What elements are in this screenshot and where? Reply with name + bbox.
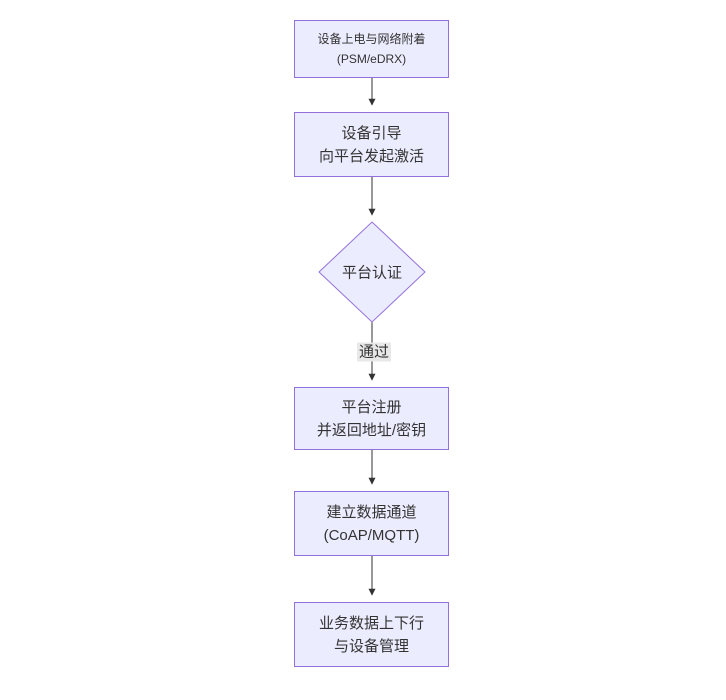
decision-diamond-shape	[318, 221, 426, 323]
node-business-data-line1: 业务数据上下行	[318, 614, 424, 632]
node-bootstrap-line1: 设备引导	[341, 124, 402, 142]
node-data-channel: 建立数据通道 (CoAP/MQTT)	[294, 491, 449, 556]
node-business-data: 业务数据上下行 与设备管理	[294, 602, 449, 667]
node-register: 平台注册 并返回地址/密钥	[294, 387, 449, 450]
node-data-channel-line2: (CoAP/MQTT)	[323, 526, 420, 544]
node-business-data-line2: 与设备管理	[333, 637, 409, 655]
node-power-on-line1: 设备上电与网络附着	[317, 32, 426, 46]
decision-auth-label: 平台认证	[341, 264, 403, 282]
node-register-line2: 并返回地址/密钥	[316, 421, 427, 439]
node-bootstrap-line2: 向平台发起激活	[318, 147, 424, 165]
node-bootstrap: 设备引导 向平台发起激活	[294, 112, 449, 177]
node-data-channel-line1: 建立数据通道	[326, 503, 417, 521]
node-power-on-line2: (PSM/eDRX)	[336, 52, 407, 66]
node-power-on: 设备上电与网络附着 (PSM/eDRX)	[294, 20, 449, 78]
node-register-line1: 平台注册	[341, 398, 402, 416]
edge-label-pass: 通过	[356, 342, 392, 362]
